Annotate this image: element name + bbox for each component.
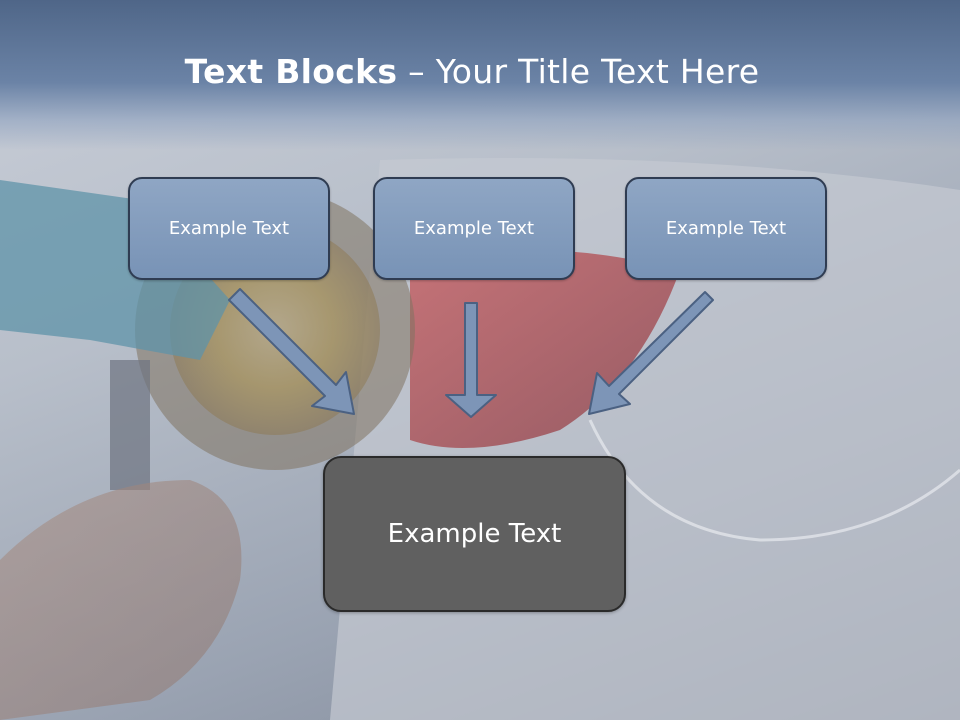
polisher-tool-shape [0,180,230,360]
title-band [0,0,960,150]
slide-title: Text Blocks – Your Title Text Here [0,52,944,91]
text-box-3[interactable]: Example Text [625,177,827,280]
text-box-3-label: Example Text [665,218,787,239]
title-bold: Text Blocks [184,52,398,91]
hand-shape [0,480,242,720]
main-text-box[interactable]: Example Text [323,456,626,612]
text-box-1-label: Example Text [168,218,290,239]
text-box-2[interactable]: Example Text [373,177,575,280]
text-box-2-label: Example Text [413,218,535,239]
main-text-box-label: Example Text [387,519,562,549]
car-panel-line [588,419,960,542]
text-box-1[interactable]: Example Text [128,177,330,280]
tool-handle-shape [110,360,150,490]
title-rest: – Your Title Text Here [397,52,760,91]
